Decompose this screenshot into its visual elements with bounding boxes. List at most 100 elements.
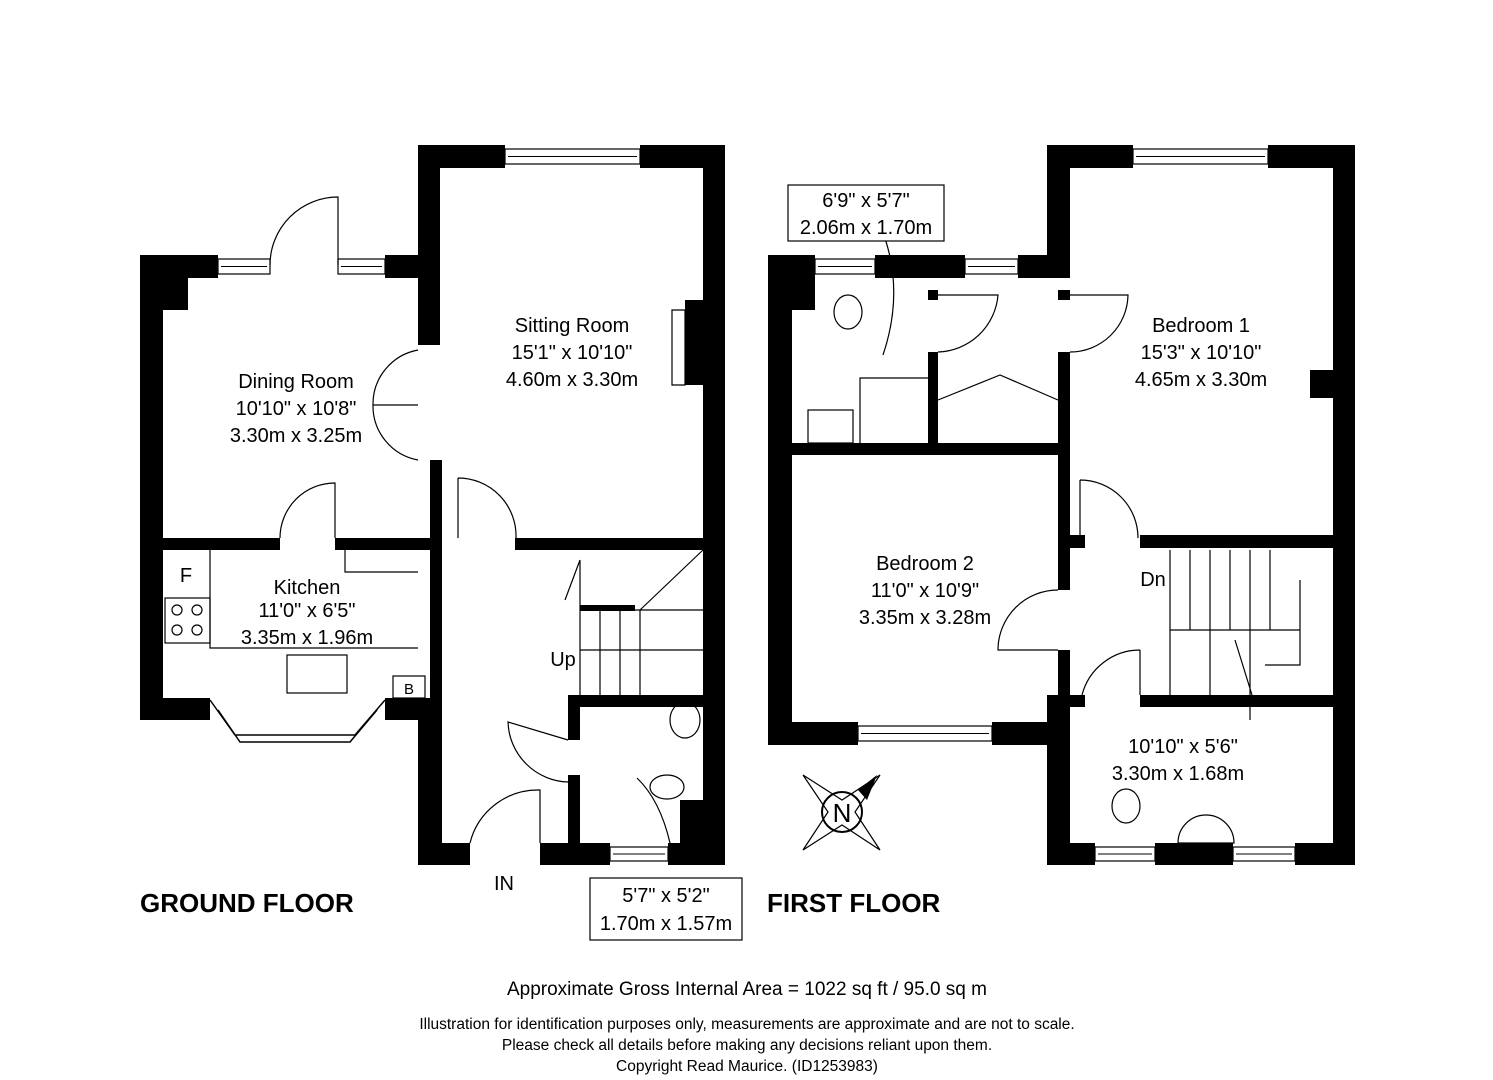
- stairs-down: [1169, 550, 1301, 720]
- toilet-icon: [1111, 788, 1141, 824]
- labels: Sitting Room 15'1" x 10'10" 4.60m x 3.30…: [140, 184, 1267, 1075]
- bay-window: [209, 699, 386, 743]
- room-name: Bedroom 2: [876, 553, 974, 575]
- room-size-metric: 2.06m x 1.70m: [800, 217, 932, 239]
- room-size-imperial: 11'0" x 6'5": [258, 600, 355, 622]
- room-size-imperial: 10'10" x 5'6": [1128, 736, 1238, 758]
- boiler-label: B: [404, 681, 414, 698]
- toilet-icon: [649, 774, 685, 800]
- room-size-metric: 4.65m x 3.30m: [1135, 369, 1267, 391]
- window: [964, 258, 1019, 275]
- room-size-imperial: 10'10" x 10'8": [236, 398, 357, 420]
- sitting-room-door: [457, 477, 517, 539]
- wall: [1047, 145, 1133, 168]
- wall: [685, 300, 703, 385]
- room-name: Bedroom 1: [1152, 315, 1250, 337]
- dining-sitting-double-door: [372, 349, 419, 461]
- leader-line: [636, 777, 671, 844]
- front-door: [469, 789, 541, 844]
- wall: [792, 443, 1070, 455]
- wall: [1140, 695, 1355, 707]
- window: [504, 148, 641, 165]
- sink-icon: [286, 654, 348, 694]
- landing-door: [1079, 479, 1139, 539]
- wall: [418, 145, 440, 345]
- wc-door: [507, 721, 569, 783]
- disclaimer: Illustration for identification purposes…: [419, 1016, 1074, 1033]
- room-size-metric: 1.70m x 1.57m: [600, 913, 732, 935]
- wardrobe: [937, 374, 1059, 401]
- room-size-imperial: 6'9" x 5'7": [822, 190, 909, 212]
- wall: [928, 352, 938, 445]
- fridge-label: F: [180, 565, 192, 587]
- wall: [928, 290, 938, 300]
- first-floor-fixtures: [802, 229, 1301, 851]
- stairs-label: Dn: [1140, 569, 1166, 591]
- disclaimer: Please check all details before making a…: [502, 1037, 992, 1054]
- wc-size-box: [589, 877, 743, 941]
- compass-star: [802, 774, 881, 851]
- shower-tray: [859, 377, 928, 443]
- compass-north-label: N: [833, 798, 852, 828]
- wall: [140, 698, 210, 720]
- doors: [164, 196, 704, 844]
- wall: [568, 775, 580, 843]
- bathroom-door: [1081, 649, 1141, 696]
- wall: [668, 843, 725, 865]
- hob-icon: [164, 597, 211, 644]
- window: [337, 258, 386, 275]
- boiler-box: [392, 675, 426, 699]
- wall: [568, 695, 580, 740]
- first-floor-title: FIRST FLOOR: [767, 888, 941, 918]
- wall: [768, 722, 858, 745]
- window: [609, 846, 669, 862]
- wall: [1155, 843, 1233, 865]
- basin-icon: [1177, 814, 1235, 844]
- wall: [1047, 843, 1095, 865]
- compass-ring: [821, 791, 863, 833]
- dining-garden-door: [269, 196, 339, 266]
- room-name: Dining Room: [238, 371, 354, 393]
- wall: [140, 255, 218, 278]
- copyright: Copyright Read Maurice. (ID1253983): [616, 1058, 878, 1075]
- room-size-metric: 4.60m x 3.30m: [506, 369, 638, 391]
- wall: [680, 800, 725, 843]
- wall: [580, 605, 635, 611]
- room-size-metric: 3.35m x 3.28m: [859, 607, 991, 629]
- window: [814, 258, 876, 275]
- entrance-label: IN: [494, 873, 514, 895]
- wall: [1310, 370, 1333, 398]
- wall: [1058, 352, 1070, 445]
- wall: [1070, 535, 1085, 548]
- wall: [1070, 695, 1085, 707]
- room-size-metric: 3.30m x 3.25m: [230, 425, 362, 447]
- wall: [703, 145, 725, 865]
- wall: [1140, 535, 1355, 548]
- window: [1094, 846, 1156, 862]
- window: [1232, 846, 1296, 862]
- shower-room-door: [937, 294, 999, 353]
- fireplace-hearth: [671, 309, 686, 386]
- wall: [140, 538, 280, 550]
- room-size-metric: 3.35m x 1.96m: [241, 627, 373, 649]
- gross-area: Approximate Gross Internal Area = 1022 s…: [507, 979, 987, 1000]
- room-size-metric: 3.30m x 1.68m: [1112, 763, 1244, 785]
- window: [1132, 148, 1269, 165]
- wall: [418, 145, 505, 168]
- wall: [1047, 145, 1070, 278]
- walls: [140, 145, 1355, 865]
- wall: [140, 255, 163, 720]
- bedroom1-door: [1069, 294, 1129, 353]
- wall: [768, 255, 815, 310]
- wall: [418, 698, 440, 865]
- wall: [1058, 290, 1070, 300]
- room-name: Kitchen: [274, 577, 341, 599]
- ground-floor-title: GROUND FLOOR: [140, 888, 354, 918]
- wall: [335, 538, 442, 550]
- basin-icon: [669, 701, 701, 739]
- shower-room-size-box: [787, 184, 945, 242]
- compass-pointer: [858, 775, 877, 800]
- wall: [515, 538, 725, 550]
